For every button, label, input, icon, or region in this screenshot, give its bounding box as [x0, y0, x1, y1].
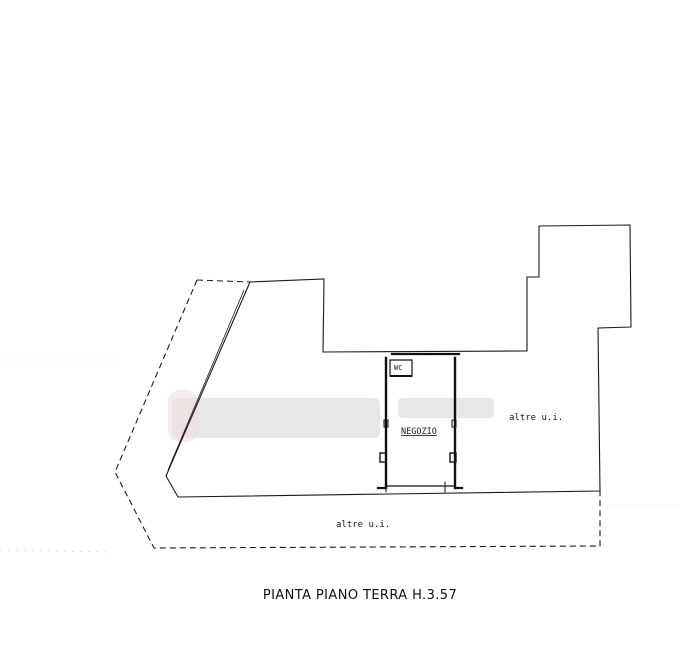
other-units-label-bottom: altre u.i. [336, 520, 390, 530]
shop-unit [376, 352, 464, 493]
plan-caption: PIANTA PIANO TERRA H.3.57 [262, 588, 458, 603]
room-label-negozio: NEGOZIO [401, 427, 437, 437]
other-units-label-right: altre u.i. [509, 413, 563, 423]
building-perimeter [165, 224, 632, 498]
wc-label: WC [394, 364, 402, 372]
lot-boundary [114, 279, 601, 549]
lot-boundary-top [196, 279, 251, 283]
inner-wall-slant [167, 289, 245, 471]
wc-room [389, 359, 413, 377]
redaction-blur [168, 390, 494, 442]
